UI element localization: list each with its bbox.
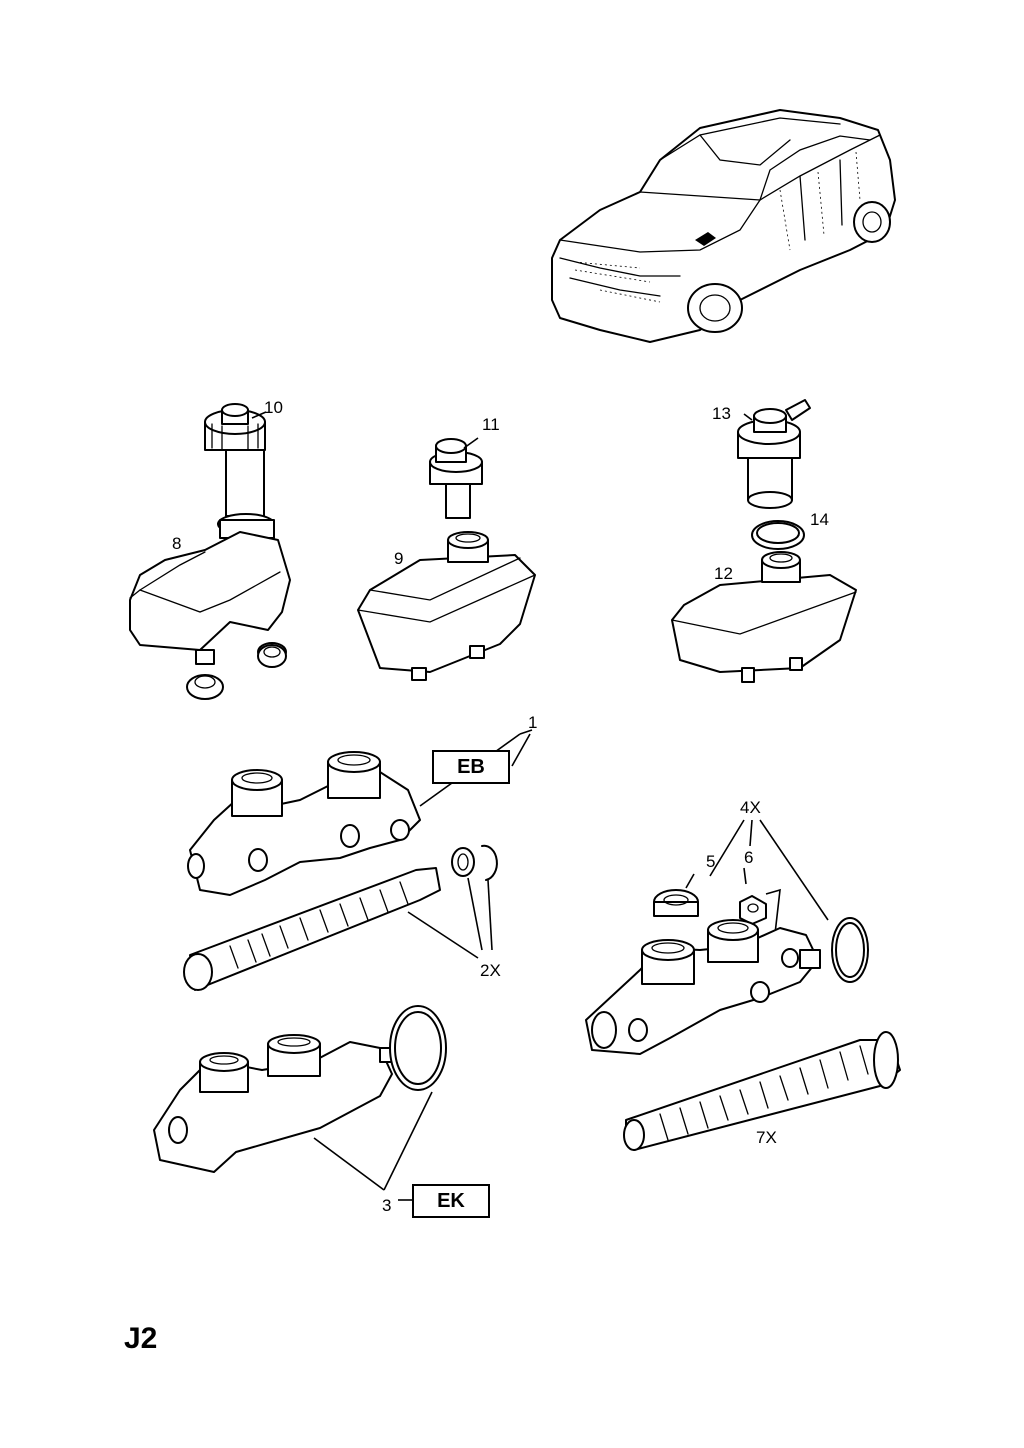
part-12-reservoir (671, 551, 857, 683)
callout-1: 1 (528, 713, 538, 732)
callout-9: 9 (394, 549, 404, 568)
part-8-reservoir (129, 513, 291, 700)
part-1-master-cylinder (187, 729, 533, 896)
part-11-cap (429, 437, 483, 519)
part-master-cylinder-right (585, 919, 821, 1055)
callout-5: 5 (706, 852, 716, 871)
callout-10: 10 (264, 398, 283, 417)
callout-11: 11 (482, 415, 500, 434)
variant-box-eb: EB (432, 750, 510, 784)
callout-8: 8 (172, 534, 182, 553)
callout-2x: 2X (480, 961, 501, 980)
part-7x-piston-kit (623, 1031, 901, 1151)
callout-4x: 4X (740, 798, 761, 817)
part-3-master-cylinder (153, 1005, 447, 1201)
callout-6: 6 (744, 848, 754, 867)
callout-13: 13 (712, 404, 731, 423)
callout-3: 3 (382, 1196, 392, 1215)
part-2x-piston-kit (183, 844, 498, 991)
callout-14: 14 (810, 510, 829, 529)
part-13-filler-cap-neck (737, 399, 811, 509)
callout-12: 12 (714, 564, 733, 583)
part-14-seal-ring (751, 520, 805, 550)
car-illustration (551, 109, 896, 343)
page-code: J2 (124, 1322, 158, 1355)
part-10-filler-cap-neck (204, 403, 267, 517)
variant-box-ek: EK (412, 1184, 490, 1218)
callout-7x: 7X (756, 1128, 777, 1147)
part-9-reservoir (357, 531, 536, 681)
